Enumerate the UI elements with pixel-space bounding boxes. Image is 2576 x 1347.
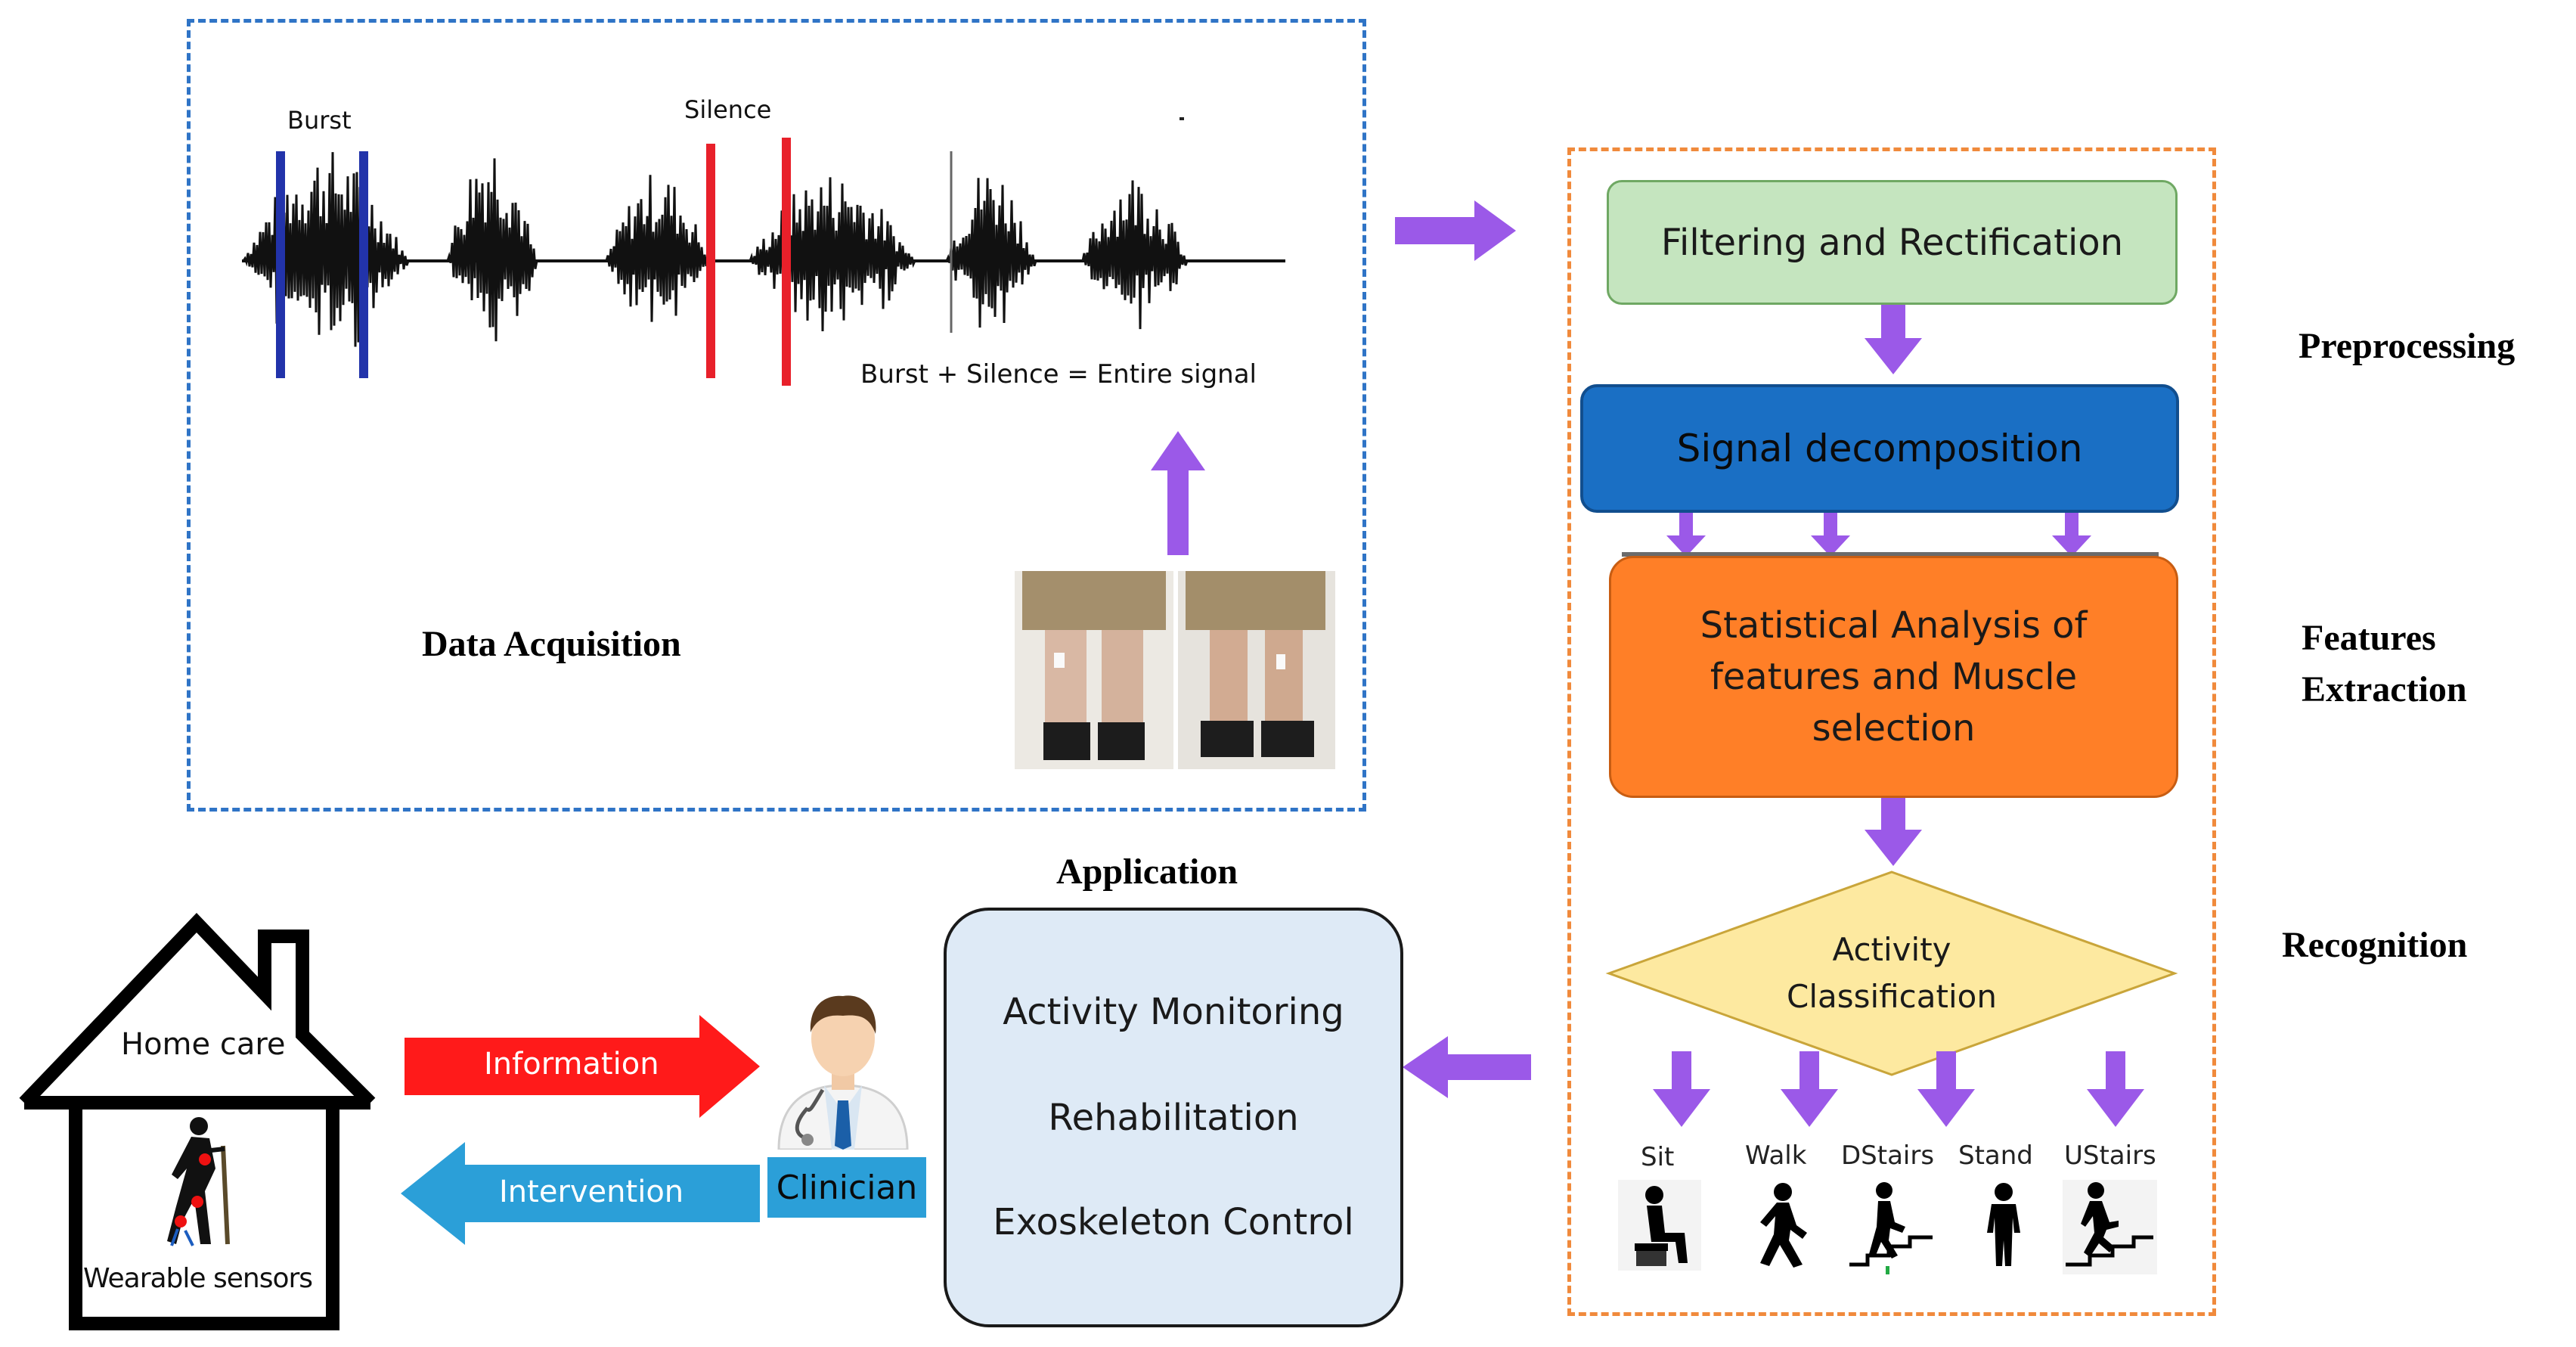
arrow-recognition-to-application — [1403, 1036, 1531, 1098]
information-label: Information — [484, 1047, 659, 1082]
arrow-filter-to-decomposition — [1865, 305, 1922, 374]
clinician-avatar-icon — [777, 995, 909, 1150]
signal-equation: Burst + Silence = Entire signal — [860, 359, 1257, 390]
statistical-analysis-label: Statistical Analysis of features and Mus… — [1700, 604, 2088, 750]
burst-marker-right — [359, 151, 368, 378]
home-care-label: Home care — [121, 1027, 286, 1062]
arrow-photo-to-signal — [1151, 431, 1205, 555]
wearable-sensors-label: Wearable sensors — [83, 1263, 313, 1294]
home-care-house — [19, 912, 376, 1330]
filtering-rectification-label: Filtering and Rectification — [1660, 221, 2124, 264]
walking-person-icon — [1760, 1183, 1807, 1268]
data-acquisition-panel — [187, 19, 1366, 812]
ascending-stairs-icon — [2063, 1180, 2157, 1274]
intervention-label: Intervention — [499, 1175, 684, 1209]
emg-burst — [1081, 180, 1189, 330]
emg-burst — [749, 177, 916, 331]
application-item-monitoring: Activity Monitoring — [1003, 991, 1344, 1033]
intervention-arrow — [401, 1142, 760, 1245]
clinician-label: Clinician — [776, 1168, 918, 1207]
emg-burst — [446, 158, 538, 342]
silence-marker-right — [782, 138, 791, 386]
activity-classification-label: Activity Classification — [1787, 931, 1997, 1015]
activity-label-stand: Stand — [1958, 1141, 2033, 1171]
activity-label-ustairs: UStairs — [2064, 1141, 2156, 1171]
clinician-label-box: Clinician — [767, 1157, 926, 1218]
silence-label: Silence — [684, 95, 772, 124]
emg-burst — [945, 178, 1037, 328]
emg-burst — [242, 152, 410, 347]
information-arrow — [405, 1015, 760, 1118]
signal-decomposition-label: Signal decomposition — [1676, 427, 2083, 470]
statistical-analysis-box: Statistical Analysis of features and Mus… — [1609, 556, 2178, 798]
burst-marker-left — [276, 151, 285, 378]
arrows-classification-to-activities — [1653, 1051, 2144, 1127]
sitting-person-icon — [1618, 1180, 1701, 1271]
silence-marker-left — [706, 144, 715, 378]
application-item-rehabilitation: Rehabilitation — [1048, 1097, 1299, 1139]
stage-preprocessing: Preprocessing — [2299, 326, 2516, 366]
activity-label-walk: Walk — [1745, 1141, 1807, 1171]
activity-classification-diamond — [1605, 871, 2178, 1076]
elderly-person-with-sensors-icon — [167, 1117, 230, 1246]
filtering-rectification-box: Filtering and Rectification — [1607, 180, 2178, 305]
emg-signal-waveform — [242, 117, 1285, 386]
stage-recognition: Recognition — [2282, 925, 2468, 965]
data-acquisition-title: Data Acquisition — [422, 624, 681, 664]
leg-sensor-photo-front — [1015, 571, 1173, 769]
activity-label-dstairs: DStairs — [1841, 1141, 1935, 1171]
application-title: Application — [1056, 852, 1238, 892]
stage-extraction: Extraction — [2302, 669, 2467, 709]
processing-pipeline-panel — [1567, 147, 2216, 1316]
arrow-acquisition-to-preprocessing — [1395, 200, 1516, 261]
stage-features: Features — [2302, 618, 2436, 658]
standing-person-icon — [1987, 1183, 2020, 1266]
application-item-exoskeleton: Exoskeleton Control — [993, 1201, 1354, 1243]
arrow-features-to-classification — [1865, 798, 1922, 866]
emg-burst — [605, 175, 712, 322]
signal-decomposition-box: Signal decomposition — [1580, 384, 2179, 513]
leg-sensor-photo-side — [1178, 571, 1335, 769]
burst-label: Burst — [287, 106, 352, 135]
arrows-decomposition-to-features — [1622, 513, 2159, 557]
activity-label-sit: Sit — [1641, 1142, 1675, 1172]
descending-stairs-icon — [1849, 1182, 1933, 1274]
application-box — [944, 908, 1403, 1327]
